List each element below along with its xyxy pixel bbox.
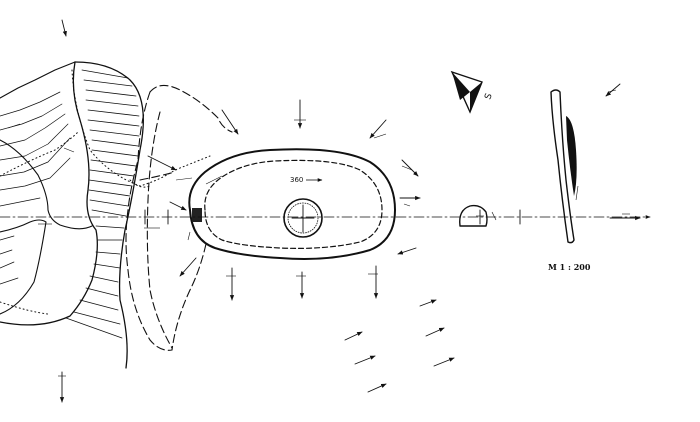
hatched-mound: [0, 61, 144, 369]
section-profile-fill: [566, 116, 577, 196]
gate-block: [192, 208, 202, 222]
scale-label: M 1 : 200: [548, 262, 591, 272]
small-profile: [459, 204, 488, 227]
section-profile: [550, 89, 575, 244]
elevation-annotations: [7, 89, 630, 377]
dashed-ramparts: [125, 84, 233, 351]
north-arrow: S: [450, 70, 495, 114]
inner-slope-outline: [0, 139, 93, 230]
enclosure-dimension-label: 360: [290, 176, 303, 184]
slope-hachures-left: [0, 61, 76, 285]
inner-slope-outline-2: [0, 219, 47, 315]
axis-ticks: [144, 209, 521, 225]
spot-height-arrows: [59, 19, 641, 403]
enclosure-inner-wall: [204, 159, 383, 249]
central-well: [283, 198, 323, 238]
enclosure-outer-wall: [188, 148, 396, 260]
north-arrow-letter: S: [483, 92, 494, 101]
